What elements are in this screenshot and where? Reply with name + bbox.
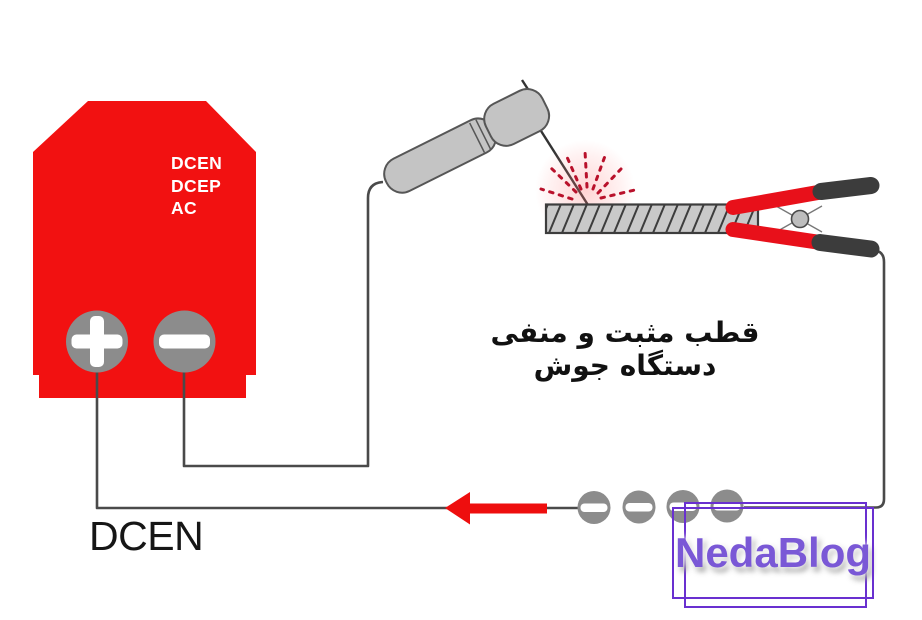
mode-label-dcen: DCEN bbox=[171, 153, 223, 173]
electrode-cable-wire bbox=[182, 180, 384, 468]
electron-minus-icon bbox=[577, 491, 611, 524]
work-cable-wire-right bbox=[744, 249, 886, 509]
current-arrow-left-icon bbox=[445, 492, 547, 525]
caption-persian: قطب مثبت و منفی دستگاه جوش bbox=[490, 316, 760, 382]
mode-label-ac: AC bbox=[171, 198, 198, 218]
negative-terminal-icon bbox=[153, 310, 216, 373]
clamp-upper-handle bbox=[812, 177, 880, 200]
watermark-text: NedaBlog bbox=[674, 529, 871, 576]
electron-minus-icon bbox=[622, 490, 656, 524]
welding-machine-body bbox=[33, 101, 256, 398]
mode-label-dcep: DCEP bbox=[171, 175, 222, 196]
clamp-upper-jaw bbox=[725, 185, 826, 215]
polarity-label: DCEN bbox=[89, 513, 204, 559]
positive-terminal-icon bbox=[66, 310, 128, 373]
clamp-lower-handle bbox=[811, 234, 880, 258]
work-cable-wire-left bbox=[95, 371, 579, 510]
electrode-holder bbox=[383, 88, 551, 194]
clamp-lower-jaw bbox=[725, 222, 825, 250]
machine-mode-labels: DCEN DCEP AC bbox=[171, 152, 222, 220]
watermark-frame-front bbox=[672, 507, 874, 599]
watermark-frame-back bbox=[684, 502, 867, 608]
ground-clamp bbox=[725, 177, 880, 258]
clamp-pivot bbox=[790, 209, 810, 229]
spark-rays-icon bbox=[539, 149, 641, 201]
